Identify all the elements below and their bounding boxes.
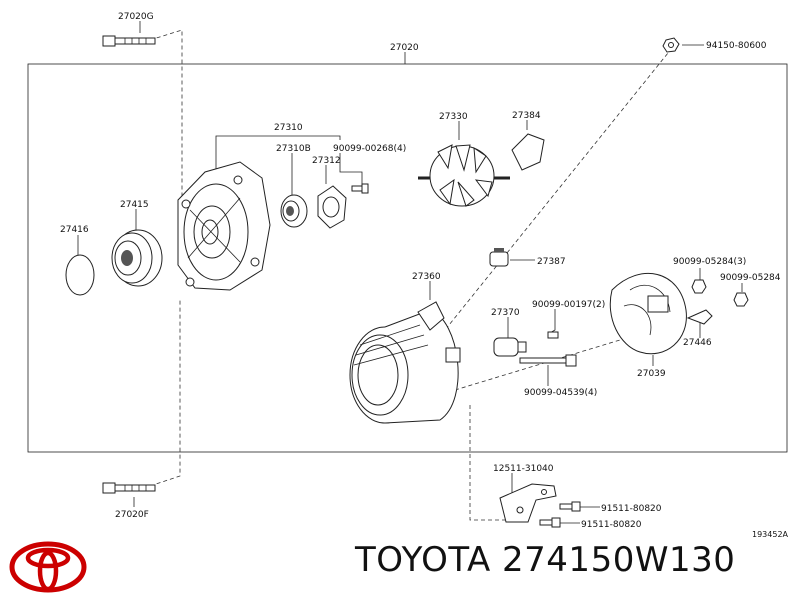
retainer-27312: [317, 185, 347, 229]
bolt-91511-80820-b: [539, 517, 561, 528]
rotor-27330: [418, 144, 510, 207]
label-27310b: 27310B: [276, 144, 311, 154]
front-housing-27310: [177, 161, 271, 291]
seal-27384: [511, 133, 545, 171]
bolt-91511-80820-a: [559, 501, 581, 512]
insulator-27387: [489, 248, 509, 267]
label-91511-80820-a: 91511-80820: [601, 504, 662, 514]
label-27039: 27039: [637, 369, 666, 379]
nut-90099-05284-3: [691, 279, 707, 294]
label-27446: 27446: [683, 338, 712, 348]
label-90099-05284: 90099-05284: [720, 273, 781, 283]
label-27387: 27387: [537, 257, 566, 267]
label-27330: 27330: [439, 112, 468, 122]
label-94150-80600: 94150-80600: [706, 41, 767, 51]
label-27360: 27360: [412, 272, 441, 282]
label-90099-00197: 90099-00197(2): [532, 300, 605, 310]
label-27370: 27370: [491, 308, 520, 318]
label-12511-31040: 12511-31040: [493, 464, 554, 474]
snap-ring-27416: [65, 254, 95, 296]
rear-cover-27039: [609, 273, 687, 355]
pulley-27415: [111, 229, 163, 287]
rear-housing-27360: [349, 301, 461, 424]
terminal-27446: [686, 309, 713, 325]
bolt-27020g: [102, 35, 156, 47]
regulator-27370: [493, 337, 527, 357]
bearing-27310b: [280, 194, 308, 228]
label-90099-05284-3: 90099-05284(3): [673, 257, 746, 267]
bracket-12511-31040: [499, 483, 557, 523]
toyota-logo: [9, 541, 87, 593]
nut-90099-05284: [733, 292, 749, 307]
label-27384: 27384: [512, 111, 541, 121]
label-27020f: 27020F: [115, 510, 149, 520]
bolt-90099-04539: [519, 354, 577, 367]
nut-94150: [662, 37, 680, 53]
bolt-27020f: [102, 482, 156, 494]
label-90099-04539: 90099-04539(4): [524, 388, 597, 398]
figure-code: 193452A: [752, 530, 789, 539]
label-91511-80820-b: 91511-80820: [581, 520, 642, 530]
label-27312: 27312: [312, 156, 341, 166]
screw-90099-00268: [351, 183, 369, 194]
assembly-frame: [27, 63, 788, 453]
leader-lines: [77, 21, 743, 524]
label-27310: 27310: [274, 123, 303, 133]
screw-90099-00197: [547, 331, 559, 339]
label-27416: 27416: [60, 225, 89, 235]
brand-part-number: TOYOTA 274150W130: [355, 540, 736, 580]
label-90099-00268: 90099-00268(4): [333, 144, 406, 154]
label-27020g: 27020G: [118, 12, 154, 22]
assembly-dashed-lines: [149, 29, 673, 521]
label-27415: 27415: [120, 200, 149, 210]
label-27020: 27020: [390, 43, 419, 53]
